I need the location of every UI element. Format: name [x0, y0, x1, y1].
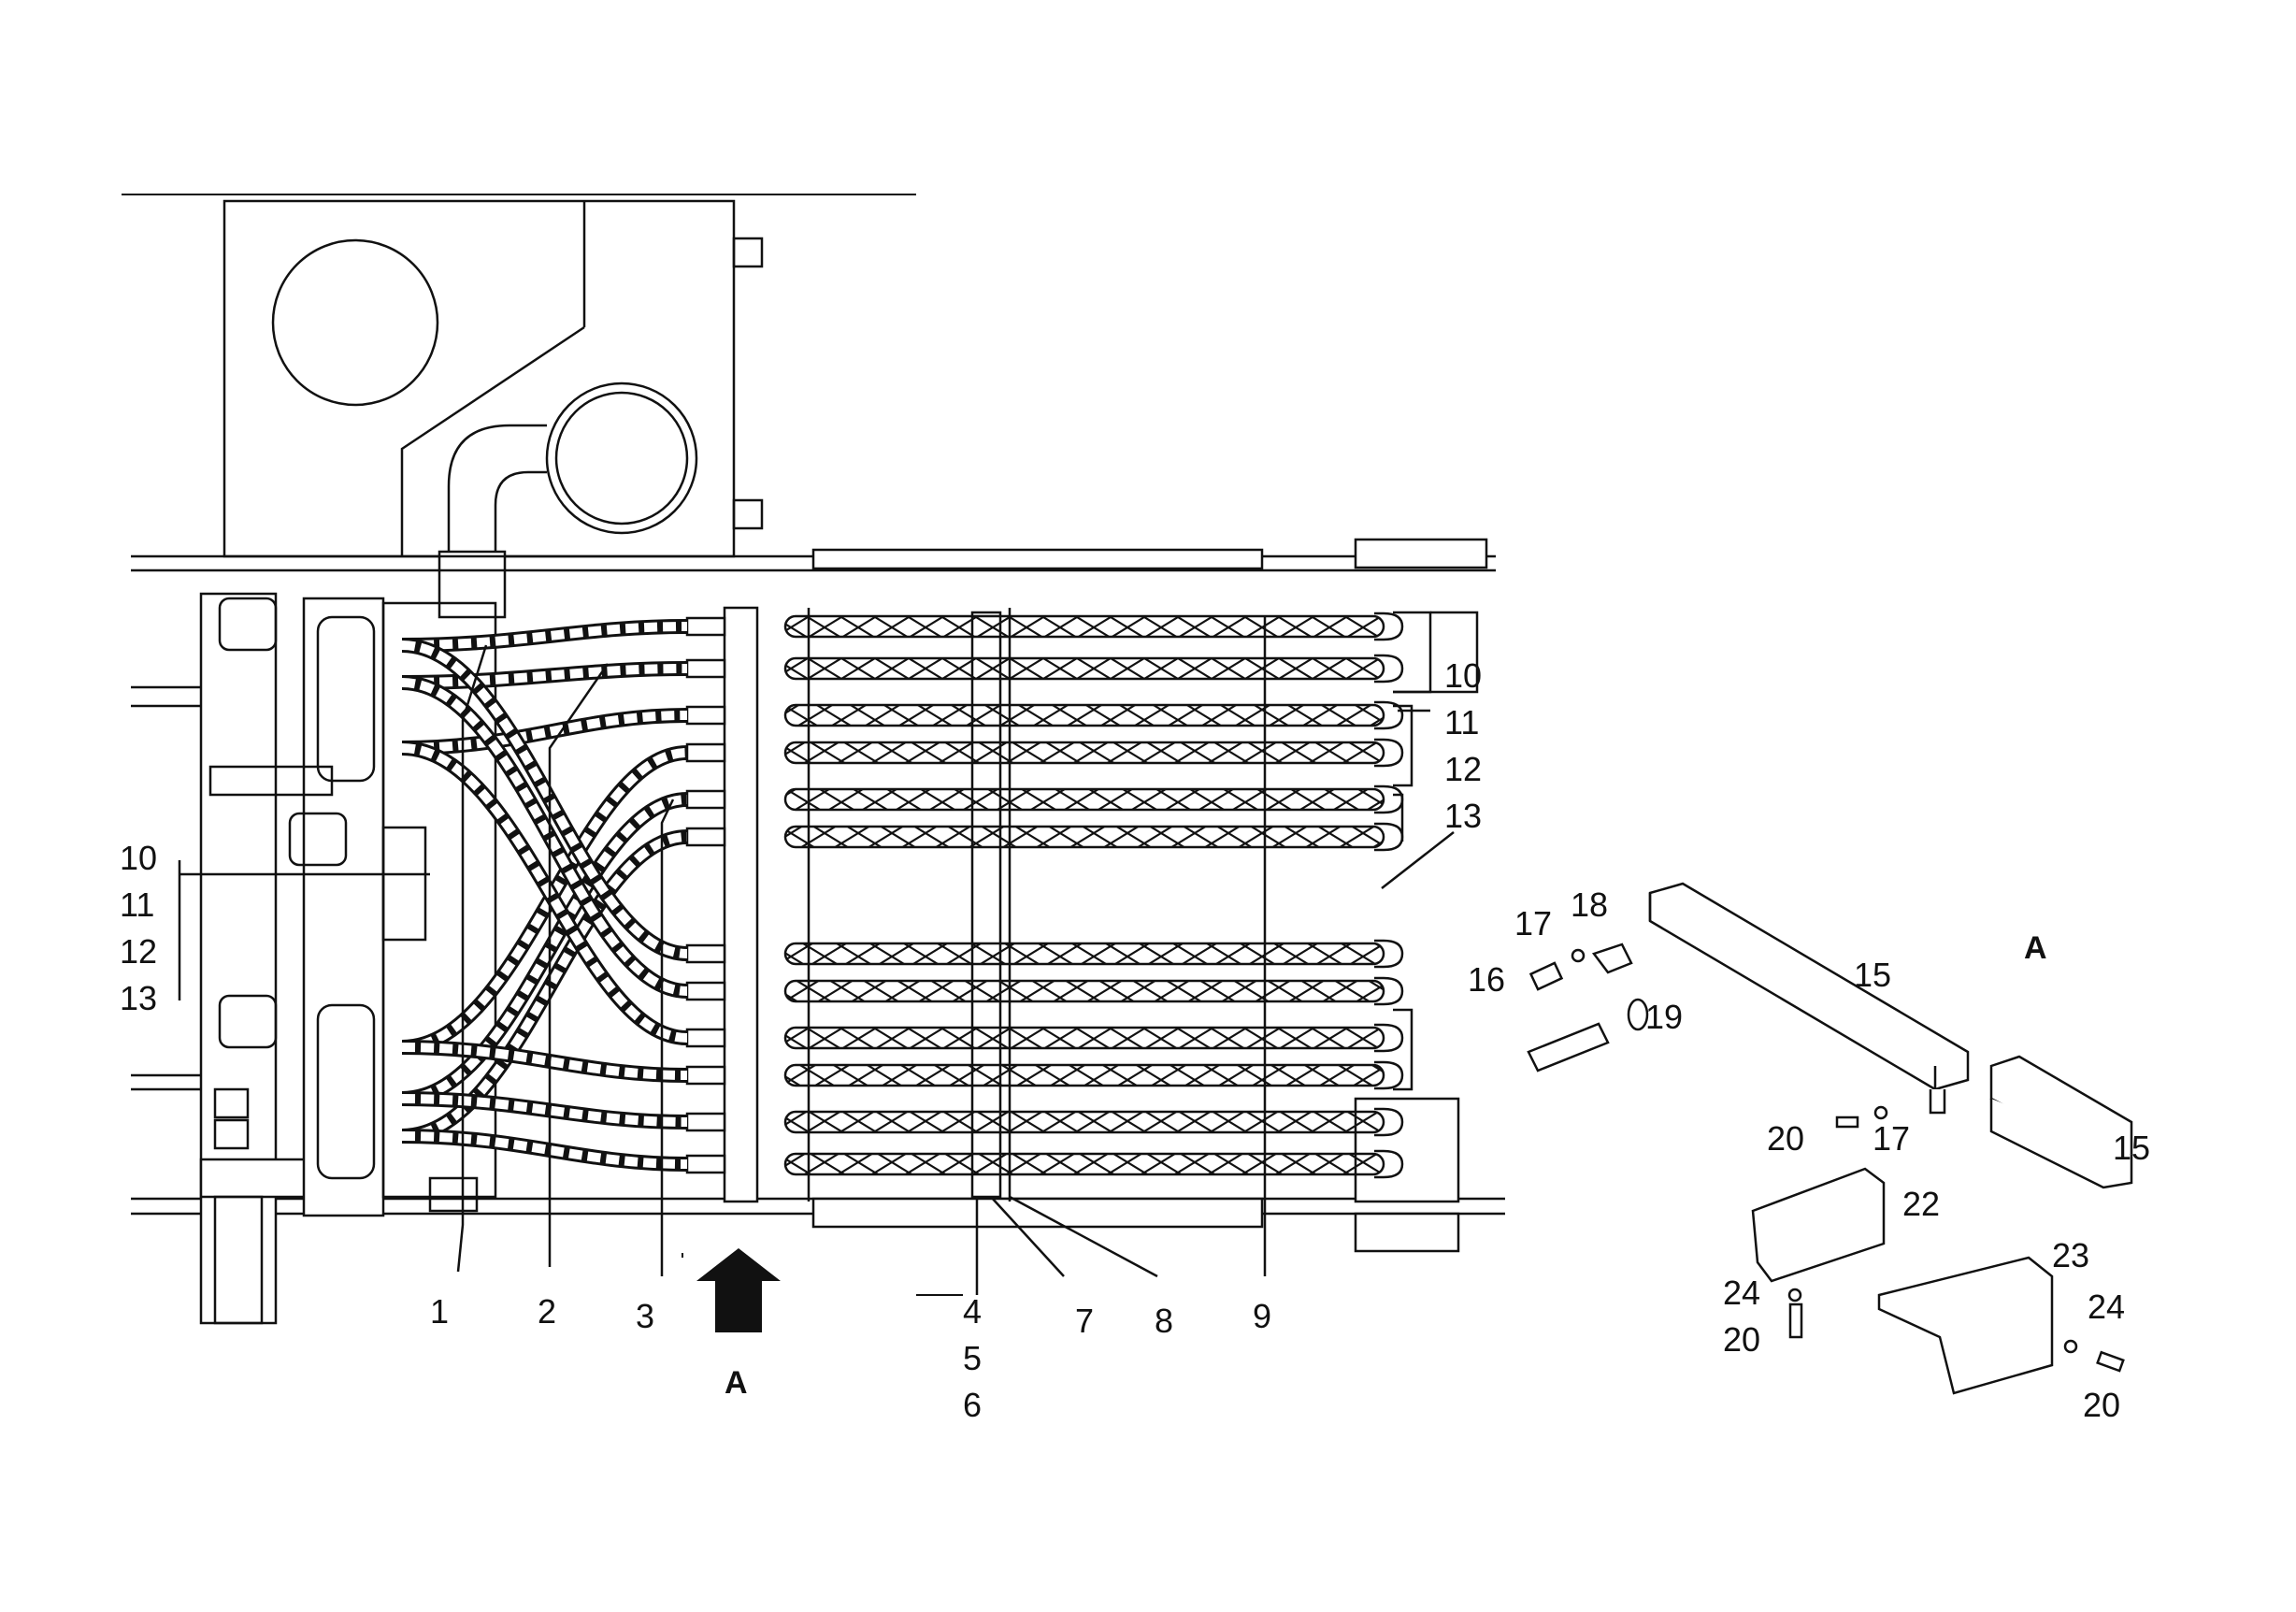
hose-row [783, 741, 1385, 765]
converging-hose-braid [401, 622, 688, 650]
hose-nipple [685, 1154, 726, 1174]
leader-lines [178, 611, 1479, 1295]
connector-pin [1527, 998, 1649, 1072]
hose-bundle-left [401, 619, 688, 1172]
callout-12-right: 12 [1444, 750, 1483, 788]
pump-housing [222, 199, 764, 619]
hose-row [783, 656, 1385, 681]
callout-7: 7 [1075, 1302, 1095, 1340]
hose-end-fitting [1374, 1060, 1404, 1090]
hose-row [783, 1152, 1385, 1176]
callout-17-a: 17 [1514, 904, 1553, 943]
callout-5: 5 [963, 1339, 983, 1377]
hose-row [783, 614, 1385, 639]
hose-nipple [685, 943, 726, 964]
callout-2: 2 [538, 1292, 557, 1331]
callout-1: 1 [430, 1292, 450, 1331]
callout-11-right: 11 [1444, 703, 1480, 741]
converging-hose-braid [401, 1131, 688, 1169]
hose-nipple [685, 616, 726, 637]
hose-bundle-right [685, 614, 1385, 1176]
hose-end-fitting [1374, 1107, 1404, 1137]
hose-end-fitting [1374, 738, 1404, 768]
converging-hose-braid [401, 832, 688, 1141]
callout-18: 18 [1571, 885, 1609, 924]
callout-6: 6 [963, 1386, 983, 1424]
callout-9: 9 [1253, 1297, 1272, 1335]
hose-end-fitting [1374, 654, 1404, 684]
hose-nipple [685, 1028, 726, 1048]
callout-15-b: 15 [2113, 1129, 2151, 1167]
hose-row [783, 979, 1385, 1003]
manifold-bar-left [723, 606, 759, 1203]
hose-end-fitting [1374, 612, 1404, 641]
hose-nipple [685, 981, 726, 1001]
hose-nipple [685, 827, 726, 847]
detail-a-parts [1527, 882, 2133, 1395]
hose-nipple [685, 1112, 726, 1132]
hose-row [783, 1110, 1385, 1134]
hose-nipple [685, 658, 726, 679]
callout-22: 22 [1902, 1185, 1941, 1223]
detail-a-label: A [2024, 930, 2047, 966]
mounting-plate-22 [1751, 1167, 1886, 1283]
callout-20-b: 20 [1723, 1320, 1761, 1359]
callout-4: 4 [963, 1292, 983, 1331]
distributor-block-section [1989, 1055, 2133, 1189]
hose-nipple [685, 1065, 726, 1086]
hose-nipple [685, 742, 726, 763]
distributor-block [1648, 882, 1970, 1115]
view-a-label: A [725, 1365, 748, 1401]
callout-23: 23 [2052, 1236, 2090, 1274]
hose-end-fitting [1374, 939, 1404, 969]
bolt-20-b [1788, 1303, 1803, 1339]
left-valve-block [131, 592, 497, 1325]
converging-hose-braid [401, 711, 688, 753]
callout-11-left: 11 [120, 885, 155, 924]
callout-19: 19 [1645, 998, 1684, 1036]
bolt-20-a [1835, 1115, 1859, 1129]
hose-row [783, 1063, 1385, 1087]
callout-10-left: 10 [120, 839, 158, 877]
callout-10-right: 10 [1444, 656, 1483, 695]
hose-row [783, 787, 1385, 812]
hose-end-fitting [1374, 700, 1404, 730]
callout-12-left: 12 [120, 932, 158, 971]
hose-row [783, 703, 1385, 727]
bolt-20-c [2096, 1350, 2125, 1373]
hose-row [783, 942, 1385, 966]
mounting-plate-23 [1877, 1256, 2054, 1395]
callout-24-a: 24 [1723, 1274, 1761, 1312]
callout-8: 8 [1155, 1302, 1174, 1340]
callout-20-c: 20 [2083, 1386, 2121, 1424]
hose-nipple [685, 705, 726, 726]
callout-20-a: 20 [1767, 1119, 1805, 1158]
view-a-arrow [696, 1248, 781, 1332]
manifold-bar-right [970, 611, 1002, 1199]
hose-end-fitting [1374, 1149, 1404, 1179]
banjo-fitting [1528, 943, 1633, 991]
callout-15-a: 15 [1854, 956, 1892, 994]
callout-13-left: 13 [120, 979, 158, 1017]
hose-row [783, 1026, 1385, 1050]
hose-end-fitting [1374, 976, 1404, 1006]
converging-hose-braid [401, 795, 688, 1103]
hose-row [783, 825, 1385, 849]
converging-hose-braid [401, 664, 688, 687]
converging-hose-braid [401, 1043, 688, 1080]
hose-nipple [685, 789, 726, 810]
callout-17-b: 17 [1873, 1119, 1911, 1158]
converging-hose-braid [401, 1094, 688, 1127]
hose-end-fitting [1374, 1023, 1404, 1053]
callout-13-right: 13 [1444, 797, 1483, 835]
callout-16: 16 [1468, 960, 1506, 999]
callout-24-b: 24 [2088, 1288, 2126, 1326]
callout-3: 3 [636, 1297, 655, 1335]
